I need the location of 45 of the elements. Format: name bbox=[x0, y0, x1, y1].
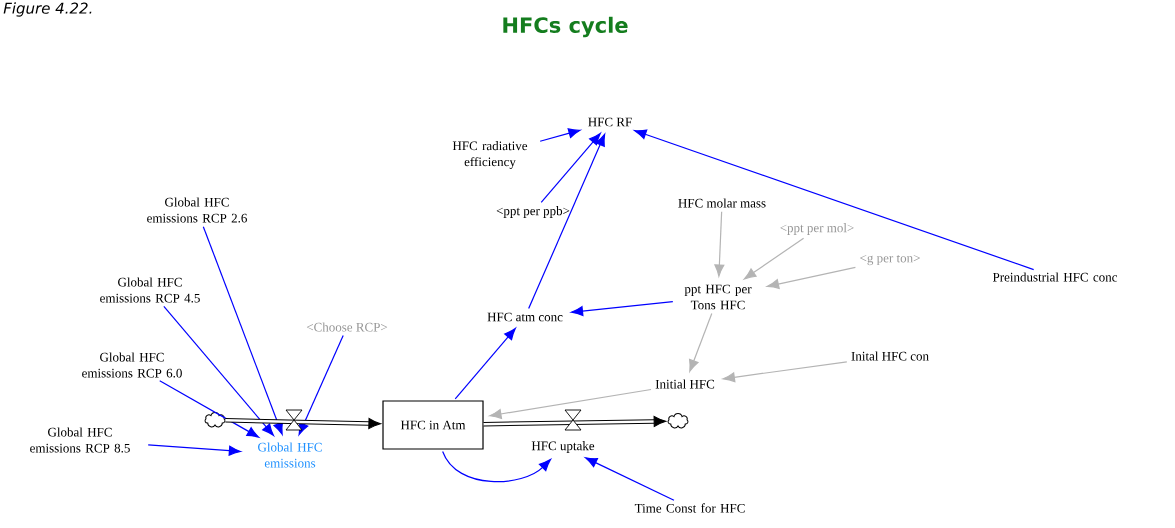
arrow bbox=[442, 450, 551, 483]
cloud-symbol bbox=[204, 412, 226, 428]
arrow bbox=[585, 457, 675, 501]
arrow bbox=[528, 133, 606, 310]
arrow bbox=[454, 327, 516, 400]
arrow bbox=[202, 226, 283, 435]
caption: Figure 4.22. bbox=[3, 2, 92, 17]
variable-label: Global HFC emissions RCP 6.0 bbox=[82, 352, 182, 378]
arrow bbox=[714, 211, 725, 277]
flow-pipe bbox=[225, 418, 382, 430]
arrow bbox=[147, 444, 242, 456]
arrow bbox=[722, 361, 848, 383]
variable-label: HFC uptake bbox=[531, 441, 595, 453]
variable-label: HFC molar mass bbox=[678, 198, 766, 208]
variable-label: HFC atm conc bbox=[487, 312, 563, 322]
arrow bbox=[689, 312, 713, 372]
arrow bbox=[766, 266, 856, 289]
title: HFCs cycle bbox=[503, 16, 628, 38]
stock-box: HFC in Atm bbox=[382, 400, 484, 450]
variable-label: Global HFC emissions RCP 2.6 bbox=[147, 197, 247, 223]
arrow bbox=[540, 132, 601, 203]
variable-label: <ppt per mol> bbox=[780, 223, 854, 235]
variable-label: HFC radiative efficiency bbox=[452, 141, 528, 169]
arrow bbox=[489, 388, 652, 419]
flow-pipe bbox=[483, 415, 667, 427]
variable-label: <Choose RCP> bbox=[306, 322, 388, 332]
variable-label: Global HFC emissions RCP 8.5 bbox=[30, 427, 130, 453]
variable-label: Initial HFC bbox=[655, 379, 715, 389]
cloud-symbol bbox=[667, 413, 689, 429]
variable-label: Time Const for HFC bbox=[634, 503, 745, 513]
variable-label: Inital HFC con bbox=[851, 351, 929, 361]
arrow bbox=[743, 237, 805, 280]
arrow bbox=[634, 129, 1035, 271]
variable-label: <ppt per ppb> bbox=[496, 206, 570, 218]
variable-label: Preindustrial HFC conc bbox=[992, 272, 1118, 282]
variable-label: <g per ton> bbox=[860, 254, 920, 266]
arrow bbox=[570, 301, 674, 317]
arrow bbox=[298, 335, 344, 436]
variable-label: Global HFC emissions bbox=[258, 442, 322, 468]
arrow bbox=[159, 380, 260, 438]
arrow bbox=[163, 305, 274, 436]
variable-label: Global HFC emissions RCP 4.5 bbox=[100, 277, 200, 303]
arrow bbox=[539, 128, 581, 142]
variable-label: HFC RF bbox=[588, 117, 632, 127]
variable-label: ppt HFC per Tons HFC bbox=[684, 284, 752, 310]
